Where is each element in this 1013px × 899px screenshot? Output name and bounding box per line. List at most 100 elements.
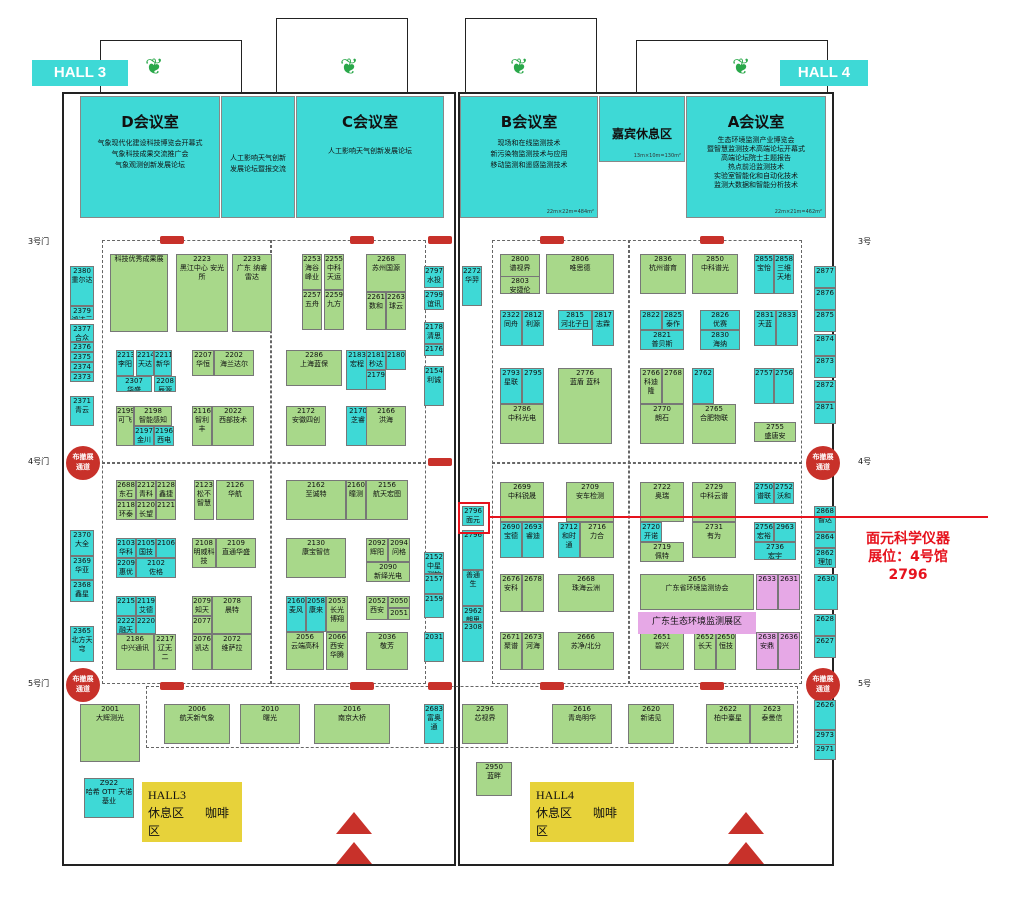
booth[interactable]: 2179 <box>366 370 386 390</box>
booth[interactable]: 2105国技防 <box>136 538 156 558</box>
booth[interactable]: 2180 <box>386 350 406 370</box>
booth[interactable]: 2626 <box>814 700 836 730</box>
booth[interactable]: 2756 <box>774 368 794 404</box>
booth[interactable]: 2971 <box>814 744 836 760</box>
booth[interactable]: 2157 <box>424 574 444 594</box>
booth[interactable]: 2152中星测控 <box>424 552 444 574</box>
booth[interactable]: 2121 <box>156 500 176 520</box>
booth[interactable]: 2875 <box>814 310 836 332</box>
booth[interactable]: 2374 <box>70 362 94 372</box>
booth[interactable]: 2627 <box>814 636 836 658</box>
booth[interactable]: 2197金川科 <box>134 426 154 446</box>
booth[interactable]: 2872 <box>814 380 836 402</box>
booth[interactable]: 2873 <box>814 356 836 378</box>
booth[interactable]: 2631 <box>778 574 800 610</box>
booth[interactable]: 2877 <box>814 266 836 288</box>
booth[interactable]: 2106 <box>156 538 176 558</box>
booth[interactable]: 2630 <box>814 574 838 610</box>
booth[interactable]: 2874 <box>814 334 836 356</box>
booth[interactable]: 2031 <box>424 632 444 662</box>
highlighted-booth-2796[interactable] <box>458 502 490 534</box>
booth[interactable]: 2876 <box>814 288 836 310</box>
booth[interactable]: 2373 <box>70 372 94 382</box>
booth[interactable]: 2822 <box>640 310 662 330</box>
booth[interactable]: 2762 <box>692 368 714 404</box>
